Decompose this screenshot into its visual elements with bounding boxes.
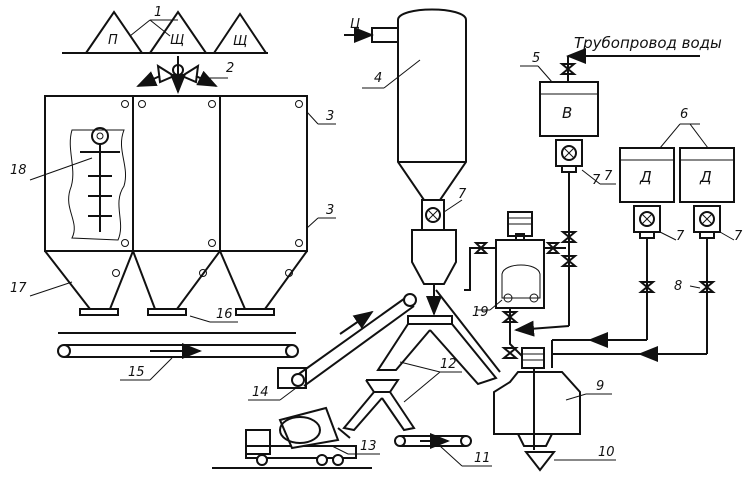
callout-16: 16 — [216, 307, 233, 322]
callout-3a: 3 — [326, 109, 334, 124]
distribution-chutes-12: 12 — [342, 315, 498, 432]
tank-additive-2-label: Д — [699, 168, 712, 186]
mixer-truck-13: 13 — [212, 406, 380, 469]
callout-1: 1 — [154, 5, 162, 20]
callout-7a: 7 — [458, 187, 467, 202]
callout-17: 17 — [10, 281, 27, 296]
callout-7c: 7 — [676, 229, 685, 244]
callout-4: 4 — [374, 71, 382, 86]
distributor: 2 — [136, 56, 234, 94]
callout-12: 12 — [440, 357, 457, 372]
callout-19: 19 — [472, 305, 489, 320]
callout-7b: 7 — [604, 169, 613, 184]
water-system: Трубопровод воды В 5 7 — [514, 34, 722, 337]
belt-conveyor-11: 11 — [394, 433, 492, 467]
callout-14: 14 — [252, 385, 269, 400]
inclined-conveyor-14: 14 — [248, 293, 417, 401]
water-pipeline-label: Трубопровод воды — [574, 34, 722, 52]
callout-10: 10 — [598, 445, 615, 460]
callout-7e: 7 — [592, 173, 601, 188]
aggregate-bins: 3 3 17 16 — [10, 95, 336, 323]
callout-18: 18 — [10, 163, 27, 178]
callout-7d: 7 — [734, 229, 743, 244]
callout-2: 2 — [226, 61, 234, 76]
aggregate-piles: П Щ Щ 1 — [62, 5, 268, 54]
level-indicator: 18 — [10, 127, 126, 241]
belt-conveyor-15: 15 — [57, 332, 299, 381]
pile-label-gravel-2: Щ — [233, 34, 247, 49]
cement-silo-4: Ц 4 7 — [344, 8, 467, 316]
callout-9: 9 — [596, 379, 604, 394]
pile-label-gravel-1: Щ — [170, 33, 184, 48]
callout-5: 5 — [532, 51, 540, 66]
callout-3b: 3 — [326, 203, 334, 218]
callout-11: 11 — [474, 451, 491, 466]
callout-8: 8 — [674, 279, 682, 294]
concrete-mixer-9: 9 10 — [435, 289, 616, 472]
tank-additive-1-label: Д — [639, 168, 652, 186]
additive-tanks: Д Д 6 7 7 8 — [551, 107, 743, 368]
callout-6: 6 — [680, 107, 688, 122]
tank-water-label: В — [562, 104, 572, 122]
cement-input-label: Ц — [350, 17, 360, 32]
weigh-dispenser-19: 19 — [464, 211, 566, 330]
pile-label-sand: П — [108, 33, 118, 48]
callout-15: 15 — [128, 365, 145, 380]
callout-13: 13 — [360, 439, 377, 454]
